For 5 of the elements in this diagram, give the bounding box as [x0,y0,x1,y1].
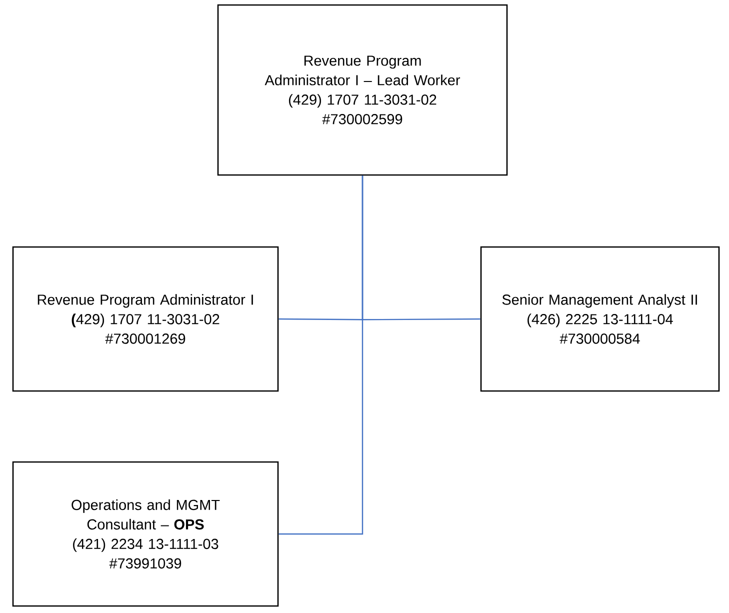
position-box: Revenue Program Administrator I – Lead Worker (429) 1707 11-3031-02 #730002599 [217,4,508,176]
position-box: Revenue Program Administrator I (429) 1707 11-3031-02 #730001269 [12,246,279,392]
position-box: Operations and MGMT Consultant – OPS (421) 2234 13-1111-03 #73991039 [12,461,279,607]
connector-line [278,176,364,535]
position-box: Senior Management Analyst II (426) 2225 13-1111-04 #730000584 [480,246,720,392]
